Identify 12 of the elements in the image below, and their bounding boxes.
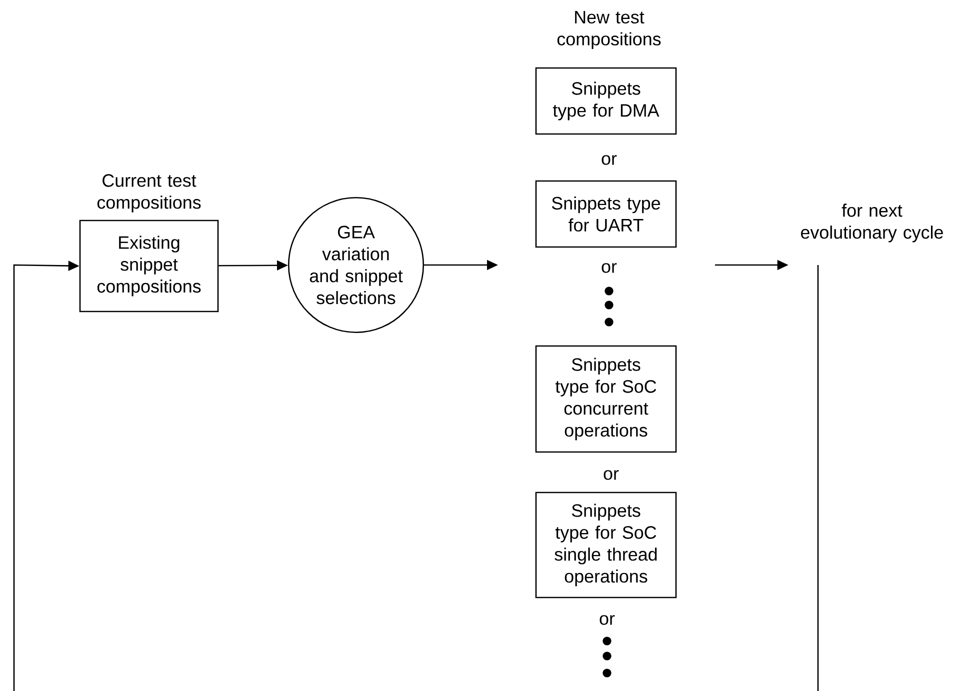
- process-box: Snippets type for SoC single thread operations: [535, 492, 677, 598]
- heading-text: Current test compositions: [97, 174, 201, 212]
- arrow: [13, 260, 819, 691]
- heading-text: New test compositions: [557, 11, 661, 49]
- or-label: or: [602, 155, 617, 165]
- process-box: Snippets type for UART: [535, 180, 677, 248]
- process-box: Snippets type for DMA: [535, 67, 677, 135]
- process-box: Existing snippet compositions: [79, 220, 219, 312]
- process-box: Snippets type for SoC concurrent operations: [535, 345, 677, 453]
- annotation-text: for next evolutionary cycle: [801, 204, 943, 242]
- or-label: or: [604, 470, 619, 480]
- or-label: or: [600, 615, 615, 625]
